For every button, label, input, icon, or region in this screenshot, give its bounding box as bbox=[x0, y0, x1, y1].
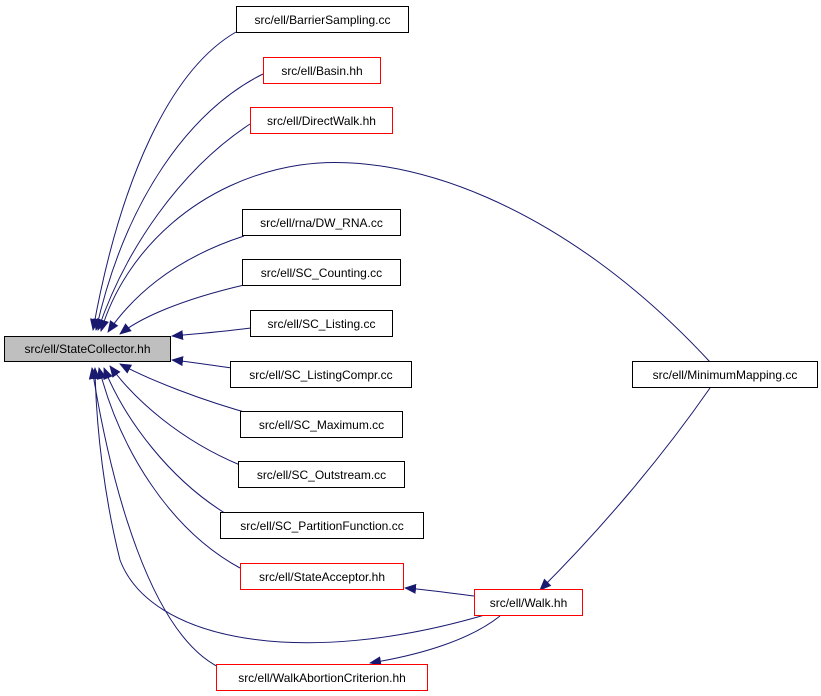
edge-walk-to-stateacceptor bbox=[404, 583, 475, 597]
node-statecollector: src/ell/StateCollector.hh bbox=[4, 336, 171, 362]
edge-basin-to-statecollector bbox=[93, 73, 264, 331]
node-sccounting[interactable]: src/ell/SC_Counting.cc bbox=[242, 259, 401, 286]
edge-sclistingcompr-to-statecollector bbox=[171, 356, 233, 369]
node-scpartitionfunction[interactable]: src/ell/SC_PartitionFunction.cc bbox=[220, 512, 424, 539]
edge-scpartition-to-statecollector bbox=[103, 367, 229, 516]
edge-sccounting-to-statecollector bbox=[119, 284, 245, 335]
node-dwrna[interactable]: src/ell/rna/DW_RNA.cc bbox=[242, 209, 401, 236]
edge-scoutstream-to-statecollector bbox=[109, 365, 241, 466]
node-minimummapping[interactable]: src/ell/MinimumMapping.cc bbox=[632, 361, 818, 388]
edge-minimummapping-to-statecollector bbox=[99, 162, 711, 363]
edge-dwrna-to-statecollector bbox=[107, 235, 245, 333]
node-walkabortioncriterion[interactable]: src/ell/WalkAbortionCriterion.hh bbox=[216, 664, 428, 691]
edge-walk-to-statecollector bbox=[90, 367, 489, 644]
node-sclisting[interactable]: src/ell/SC_Listing.cc bbox=[250, 310, 393, 337]
node-walk[interactable]: src/ell/Walk.hh bbox=[474, 589, 583, 616]
node-scoutstream[interactable]: src/ell/SC_Outstream.cc bbox=[238, 461, 405, 488]
node-barriersampling[interactable]: src/ell/BarrierSampling.cc bbox=[236, 6, 409, 33]
edge-sclisting-to-statecollector bbox=[171, 327, 252, 341]
edge-directwalk-to-statecollector bbox=[96, 123, 251, 331]
node-sclistingcompr[interactable]: src/ell/SC_ListingCompr.cc bbox=[230, 361, 412, 388]
edge-walk-to-walkabortion bbox=[369, 615, 501, 667]
edge-walkabortion-to-statecollector bbox=[88, 367, 226, 671]
edge-scmaximum-to-statecollector bbox=[119, 363, 256, 416]
edge-barriersampling-to-statecollector bbox=[90, 31, 237, 331]
node-directwalk[interactable]: src/ell/DirectWalk.hh bbox=[250, 107, 393, 134]
edge-minimummapping-to-walk bbox=[539, 387, 711, 591]
edge-stateacceptor-to-statecollector bbox=[96, 367, 241, 569]
node-stateacceptor[interactable]: src/ell/StateAcceptor.hh bbox=[240, 563, 404, 590]
node-scmaximum[interactable]: src/ell/SC_Maximum.cc bbox=[240, 411, 403, 438]
node-basin[interactable]: src/ell/Basin.hh bbox=[263, 57, 381, 84]
